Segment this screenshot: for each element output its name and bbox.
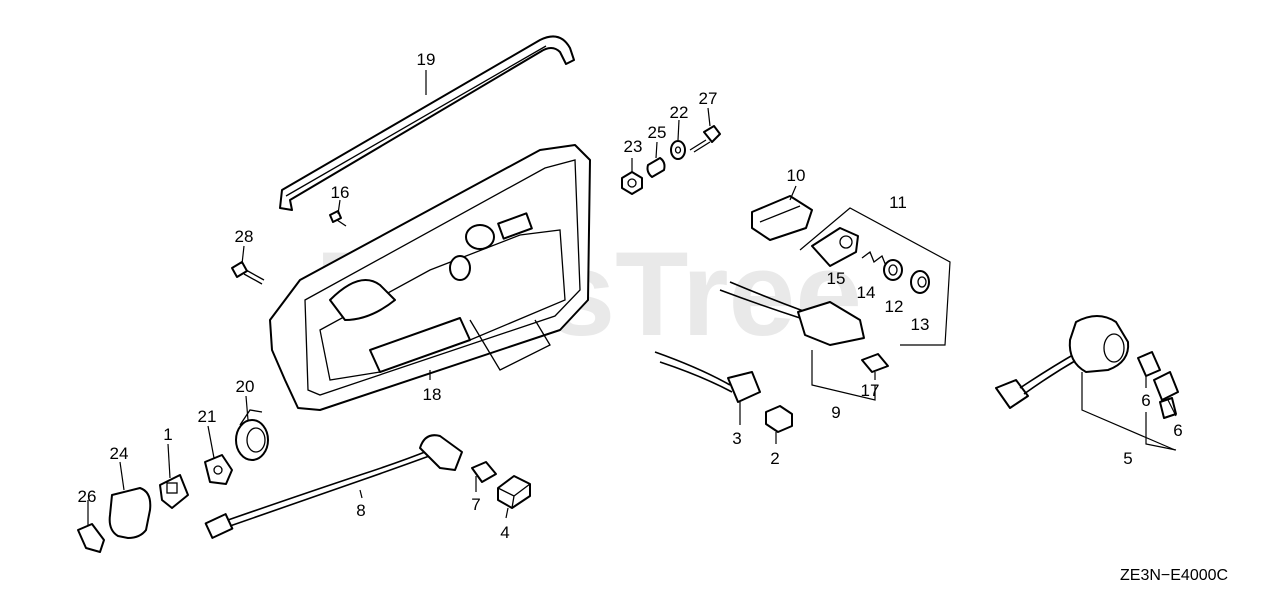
part-27-bolt[interactable] <box>689 125 721 153</box>
part-24-cap[interactable] <box>108 487 152 539</box>
callout-1: 1 <box>163 425 172 444</box>
part-22-washer[interactable] <box>670 140 686 160</box>
callout-26: 26 <box>78 487 97 506</box>
part-1-clip[interactable] <box>159 474 189 509</box>
callout-27: 27 <box>699 89 718 108</box>
callout-25: 25 <box>648 123 667 142</box>
part-12-ring[interactable] <box>883 259 903 281</box>
part-5-solenoid[interactable] <box>995 315 1176 451</box>
callout-18: 18 <box>423 385 442 404</box>
part-11-assembly-bracket <box>799 207 951 346</box>
callout-14: 14 <box>857 283 876 302</box>
part-2-block[interactable] <box>765 405 793 433</box>
part-19-gasket-strip[interactable] <box>279 35 575 211</box>
callout-3: 3 <box>732 429 741 448</box>
part-13-cap[interactable] <box>910 270 930 294</box>
callout-8: 8 <box>356 501 365 520</box>
callout-21: 21 <box>198 407 217 426</box>
part-3-harness[interactable] <box>654 351 761 425</box>
callout-19: 19 <box>417 50 436 69</box>
part-6-clip-a[interactable] <box>1137 351 1161 377</box>
callout-11: 11 <box>889 193 907 212</box>
part-20-grommet[interactable] <box>235 409 269 461</box>
callout-23: 23 <box>624 137 643 156</box>
part-6-clip-b[interactable] <box>1153 371 1179 419</box>
callout-12: 12 <box>885 297 904 316</box>
callout-7: 7 <box>471 495 480 514</box>
callout-24: 24 <box>110 444 129 463</box>
callout-28: 28 <box>235 227 254 246</box>
callout-22: 22 <box>670 103 689 122</box>
callout-numbers: 19 16 28 18 20 21 1 24 26 8 7 4 23 25 22… <box>78 50 1183 542</box>
part-10-switch[interactable] <box>751 195 813 241</box>
callout-13: 13 <box>911 315 930 334</box>
callout-20: 20 <box>236 377 255 396</box>
part-4-connector-block[interactable] <box>497 475 531 509</box>
callout-15: 15 <box>827 269 846 288</box>
callout-4: 4 <box>500 523 509 542</box>
part-9-switch-harness[interactable] <box>719 281 876 401</box>
callout-6-a: 6 <box>1141 391 1150 410</box>
part-25-collar[interactable] <box>646 157 666 178</box>
part-23-nut[interactable] <box>621 171 643 195</box>
part-28-bolt[interactable] <box>231 261 265 285</box>
part-7-connector[interactable] <box>471 461 497 483</box>
callout-9: 9 <box>831 403 840 422</box>
callout-5: 5 <box>1123 449 1132 468</box>
leader-lines <box>87 70 1177 526</box>
part-26-terminal[interactable] <box>77 523 105 553</box>
callout-16: 16 <box>331 183 350 202</box>
diagram-code: ZE3N−E4000C <box>1120 567 1228 584</box>
callout-10: 10 <box>787 166 806 185</box>
part-21-clip[interactable] <box>204 454 233 485</box>
part-17-clip[interactable] <box>861 353 889 373</box>
callout-2: 2 <box>770 449 779 468</box>
part-15-holder[interactable] <box>811 227 859 267</box>
part-18-panel-housing[interactable] <box>269 144 591 411</box>
callout-6-b: 6 <box>1173 421 1182 440</box>
callout-17: 17 <box>861 381 880 400</box>
part-8-wire-harness[interactable] <box>204 434 463 539</box>
